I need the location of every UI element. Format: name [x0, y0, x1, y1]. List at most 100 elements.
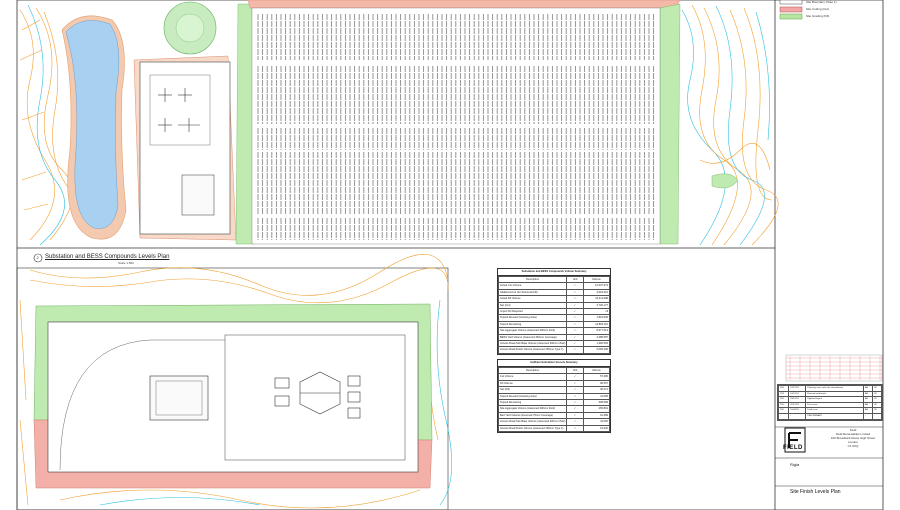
row-check: ✓ [566, 307, 584, 316]
table-row: Access Road Sub Base Volume (Assumed 300… [497, 340, 611, 348]
revision-cell: P02 [777, 396, 790, 403]
table-row: Additional Cut (for Structural Fill)✓4,0… [497, 288, 611, 297]
volume-table-compounds: Substation and BESS Compounds Volume Sum… [497, 268, 611, 355]
revision-cell: 15/09/24 [788, 407, 807, 414]
legend-swatch-fill [779, 13, 803, 20]
row-check: ✓ [566, 424, 584, 433]
col-header: Unit [566, 366, 584, 375]
revision-cell: Draft issue [805, 407, 865, 414]
sheet-frame [16, 0, 884, 510]
row-check: ✓ [566, 418, 584, 426]
address-line: 100 Broadwick Road, High Street [830, 436, 876, 440]
revision-cell: CD [871, 396, 883, 403]
revision-cell: - [788, 413, 807, 420]
table-row: Site Aggregate Volume (Assumed 300mm thi… [497, 327, 611, 335]
revision-cell: CD [871, 401, 883, 409]
contours-lower [19, 254, 453, 509]
lower-compound [47, 321, 419, 473]
lower-equipment [274, 371, 361, 419]
row-description: Access Road Finish Volume (Assumed 150mm… [497, 424, 568, 433]
revision-cell: - [777, 413, 790, 420]
section-marker [33, 253, 43, 263]
revision-row: --PRELIMINARY-- [777, 413, 883, 420]
legend-label-cut: Site Cutting (Cut) [806, 7, 830, 11]
legend-label-fill: Site Grading (Fill) [806, 14, 830, 18]
volume-table-substation: Haltham Substation Vessels Summary Descr… [497, 359, 611, 434]
row-check: ✓ [566, 282, 584, 290]
revision-cell: Updated layout [805, 396, 865, 403]
row-volume: 8,977.613 [582, 327, 611, 335]
row-check: ✓ [566, 386, 584, 394]
revision-cell: CD [871, 385, 883, 392]
row-volume: 1,390.593 [582, 340, 611, 348]
row-description: Access Road Sub Base Volume (Assumed 300… [497, 418, 568, 426]
row-description: Access Road Sub Base Volume (Assumed 300… [497, 340, 568, 348]
revision-cell: 12/12/24 [788, 385, 807, 392]
row-volume: 14,883.116 [582, 320, 611, 329]
transformer-block [149, 74, 211, 146]
col-header: Volume [582, 275, 611, 284]
row-description: BESS Yard Volume (Assumed 150mm Coverage… [497, 333, 568, 342]
revision-cell: Planning issue with title amendments [805, 385, 865, 392]
table-row: Topsoil Reused (Grassing Area)✓1,823.669 [497, 314, 611, 322]
company-name: Field [849, 428, 857, 432]
volume-table-substation-title: Haltham Substation Vessels Summary [498, 360, 610, 367]
row-check: ✓ [566, 379, 584, 388]
revision-cell: P01 [777, 401, 790, 409]
mini-grid-lines [786, 356, 882, 380]
revision-cell: 23/10/24 [788, 396, 807, 403]
revision-cell: PRELIMINARY [805, 413, 865, 420]
row-volume: 1,823.669 [582, 314, 611, 322]
row-check: ✓ [566, 320, 584, 329]
legend-label-boundary: Site Boundary (Note 1) [806, 0, 837, 4]
table-row: Cut Volume✓57.286 [497, 373, 611, 381]
address-line: London [847, 440, 858, 444]
row-check: ✓ [566, 301, 584, 310]
revision-cell: P03 [777, 390, 790, 398]
row-check: ✓ [566, 346, 584, 354]
revision-cell: CD [871, 390, 883, 398]
col-header: Unit [566, 275, 584, 284]
row-check: ✓ [566, 398, 584, 407]
legend-swatch-boundary [779, 0, 803, 5]
row-check: ✓ [566, 340, 584, 348]
section-marker-number: 2 [36, 255, 39, 260]
row-volume: 4,388.587 [582, 333, 611, 342]
lower-control-building-inner [155, 380, 203, 416]
project-label: Rigla [790, 462, 800, 467]
revision-cell: First issue [805, 401, 865, 409]
row-check: ✓ [566, 392, 584, 401]
revision-cell: - [871, 413, 883, 420]
row-volume: 3,726.177 [582, 301, 611, 310]
row-check: ✓ [566, 295, 584, 303]
lower-plan-frame [16, 267, 449, 510]
address-line: Field Renewables Limited [835, 432, 871, 436]
logo-mark-glyph [788, 432, 801, 448]
table-row: Access Road Finish Volume (Assumed 150mm… [497, 424, 611, 433]
table-row: BESS Yard Volume (Assumed 150mm Coverage… [497, 333, 611, 342]
pond-water [65, 20, 120, 229]
row-check: ✓ [566, 314, 584, 322]
row-check: ✓ [566, 327, 584, 335]
revision-cell: CD [871, 407, 883, 414]
revision-cell: Revised earthworks [805, 390, 865, 398]
row-volume: 2,095.296 [582, 346, 611, 354]
row-check: ✓ [566, 411, 584, 420]
row-volume: 19.320 [582, 424, 611, 433]
lower-control-building [149, 375, 209, 421]
address-line: C1 5UQ [847, 444, 859, 448]
drawing-title: Site Finish Levels Plan [790, 489, 841, 495]
company-address: Field Field Renewables Limited 100 Broad… [826, 428, 880, 448]
section-title: Substation and BESS Compounds Levels Pla… [45, 254, 170, 260]
revision-cell: - [863, 413, 873, 420]
control-building [181, 174, 215, 216]
section-scale: Scale 1:500 [118, 261, 134, 265]
row-volume: 12,607.373 [582, 282, 611, 290]
